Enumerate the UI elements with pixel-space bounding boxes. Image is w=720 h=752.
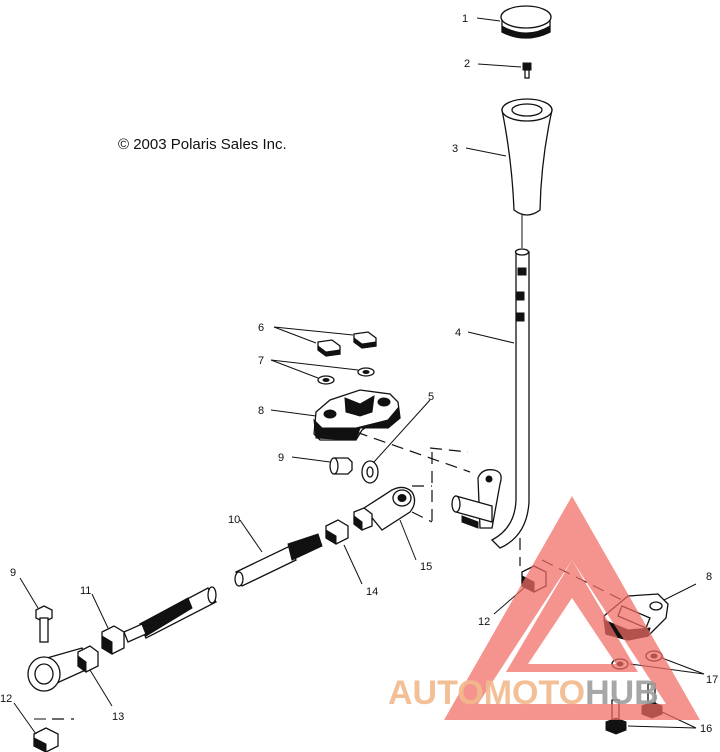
part-7-washers — [317, 367, 375, 385]
part-9-bolt — [35, 605, 53, 643]
callout-17: 17 — [706, 674, 718, 686]
watermark-text: AUTOMOTOHUB — [388, 674, 659, 712]
callout-8-lower: 8 — [706, 571, 712, 583]
part-15-rod-end — [353, 486, 416, 531]
watermark-part-b: HUB — [585, 674, 659, 712]
callout-2: 2 — [464, 58, 470, 70]
callout-7: 7 — [258, 355, 264, 367]
lever-bracket — [451, 469, 502, 529]
callout-14: 14 — [366, 586, 378, 598]
part-3-grip — [501, 98, 553, 248]
part-4-shift-lever — [490, 248, 530, 549]
callout-13: 13 — [112, 711, 124, 723]
part-13-rod-end — [27, 645, 99, 692]
callout-4: 4 — [455, 327, 461, 339]
part-10-threaded-rod — [234, 533, 323, 587]
copyright-text: © 2003 Polaris Sales Inc. — [118, 136, 287, 153]
callout-8-upper: 8 — [258, 405, 264, 417]
part-2-screw — [522, 62, 532, 79]
callout-12-lower: 12 — [0, 693, 12, 705]
part-11-nut — [101, 625, 125, 655]
part-9-pin — [329, 457, 353, 475]
part-14-nut — [325, 519, 349, 545]
callout-12-upper: 12 — [478, 616, 490, 628]
part-5-washer — [361, 460, 379, 484]
callout-15: 15 — [420, 561, 432, 573]
callout-5: 5 — [428, 391, 434, 403]
callout-16: 16 — [700, 723, 712, 735]
warning-triangle-logo — [444, 496, 700, 720]
part-6-nut-a — [317, 339, 341, 357]
part-12-nut-lower — [33, 727, 59, 752]
part-1-cap — [500, 5, 552, 39]
callout-9-lower: 9 — [10, 567, 16, 579]
watermark-part-a: AUTOMOTO — [388, 674, 585, 712]
callout-9-upper: 9 — [278, 452, 284, 464]
part-6-nut-b — [353, 331, 377, 349]
callout-10: 10 — [228, 514, 240, 526]
callout-6: 6 — [258, 322, 264, 334]
part-8-block-upper — [313, 389, 401, 441]
lower-rod — [123, 586, 217, 643]
callout-1: 1 — [462, 13, 468, 25]
callout-3: 3 — [452, 143, 458, 155]
callout-11: 11 — [80, 585, 91, 597]
